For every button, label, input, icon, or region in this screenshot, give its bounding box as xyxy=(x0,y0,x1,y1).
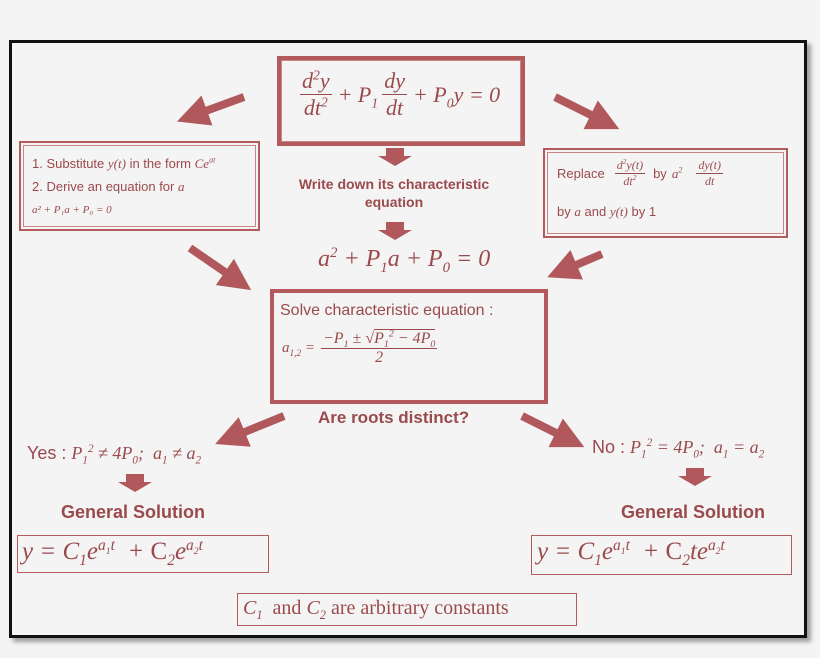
general-solution-right-label: General Solution xyxy=(621,502,766,522)
replace-line-2: by a and y(t) by 1 xyxy=(557,204,657,219)
quadratic-formula: a1,2 = −P1 ± √P12 − 4P0 2 xyxy=(282,328,438,366)
arrow-top-right xyxy=(553,93,620,130)
characteristic-equation: a2 + P1a + P0 = 0 xyxy=(318,245,491,276)
constants-note: C1 and C2 are arbitrary constants xyxy=(243,597,509,622)
substitute-line-3: a² + P₁a + P₀ = 0 xyxy=(32,204,112,216)
arrow-right-to-solve xyxy=(547,250,604,280)
arrow-down-characteristic xyxy=(378,222,412,240)
substitute-line-2: 2. Derive an equation for a xyxy=(32,179,185,194)
substitute-box xyxy=(19,141,260,231)
general-solution-left-label: General Solution xyxy=(61,502,206,522)
arrow-down-no xyxy=(678,468,712,486)
arrow-to-yes xyxy=(215,412,286,447)
solution-right: y = C1ea1t + C2tea2t xyxy=(537,536,725,569)
solution-left: y = C1ea1t + C2ea2t xyxy=(22,536,203,569)
arrow-down-yes xyxy=(118,474,152,492)
replace-line-1: Replace d2y(t)dt2 by a2 dy(t)dt xyxy=(557,157,723,188)
arrow-down-ode xyxy=(378,148,412,166)
roots-question: Are roots distinct? xyxy=(318,408,470,427)
solution-right-box xyxy=(531,535,792,575)
replace-box xyxy=(543,148,788,238)
substitute-line-1: 1. Substitute y(t) in the form Ceat xyxy=(32,155,216,171)
characteristic-label: Write down its characteristic equation xyxy=(298,176,490,210)
arrow-to-no xyxy=(520,412,585,448)
solve-box xyxy=(270,289,548,404)
solution-left-box xyxy=(17,535,269,573)
yes-condition: Yes : P12 ≠ 4P0; a1 ≠ a2 xyxy=(27,443,202,467)
ode-box xyxy=(277,56,525,146)
no-condition: No : P12 = 4P0; a1 = a2 xyxy=(592,437,765,461)
arrow-left-to-solve xyxy=(187,244,252,291)
diagram-frame xyxy=(9,40,807,638)
constants-box xyxy=(237,593,577,626)
arrow-top-left xyxy=(176,93,246,126)
solve-title: Solve characteristic equation : xyxy=(280,302,494,319)
